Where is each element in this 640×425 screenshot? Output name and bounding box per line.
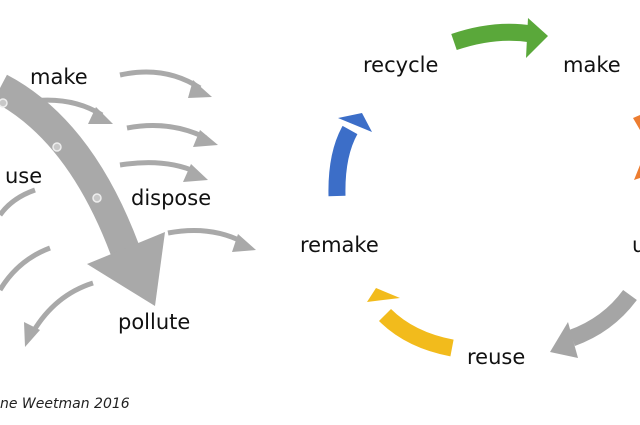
label-use: use xyxy=(5,164,42,188)
circular-economy: recycle make remake u reuse xyxy=(300,18,640,369)
thin-arrow xyxy=(119,160,208,182)
main-pollution-arrow xyxy=(0,74,165,306)
label-make: make xyxy=(563,53,621,77)
flow-dot xyxy=(52,142,62,152)
label-make: make xyxy=(30,65,88,89)
arrow-make-to-use xyxy=(633,115,640,180)
arrow-reuse-to-remake xyxy=(367,288,454,357)
label-reuse: reuse xyxy=(467,345,525,369)
label-use: u xyxy=(632,233,640,257)
thin-arrow xyxy=(0,245,51,292)
thin-arrow xyxy=(126,123,218,147)
label-recycle: recycle xyxy=(363,53,438,77)
arrow-use-to-reuse xyxy=(550,289,637,358)
arrow-recycle-to-make xyxy=(451,18,548,58)
copyright-caption: ne Weetman 2016 xyxy=(0,396,130,412)
linear-economy: make use dispose pollute xyxy=(0,65,256,347)
flow-dot xyxy=(0,98,8,108)
thin-arrow xyxy=(167,227,256,252)
thin-arrow xyxy=(0,187,36,217)
thin-arrow xyxy=(119,69,212,98)
label-dispose: dispose xyxy=(131,186,211,210)
flow-dot xyxy=(92,193,102,203)
label-pollute: pollute xyxy=(118,310,190,334)
thin-arrow xyxy=(24,280,94,347)
label-remake: remake xyxy=(300,233,379,257)
arrow-remake-to-recycle xyxy=(328,113,372,197)
